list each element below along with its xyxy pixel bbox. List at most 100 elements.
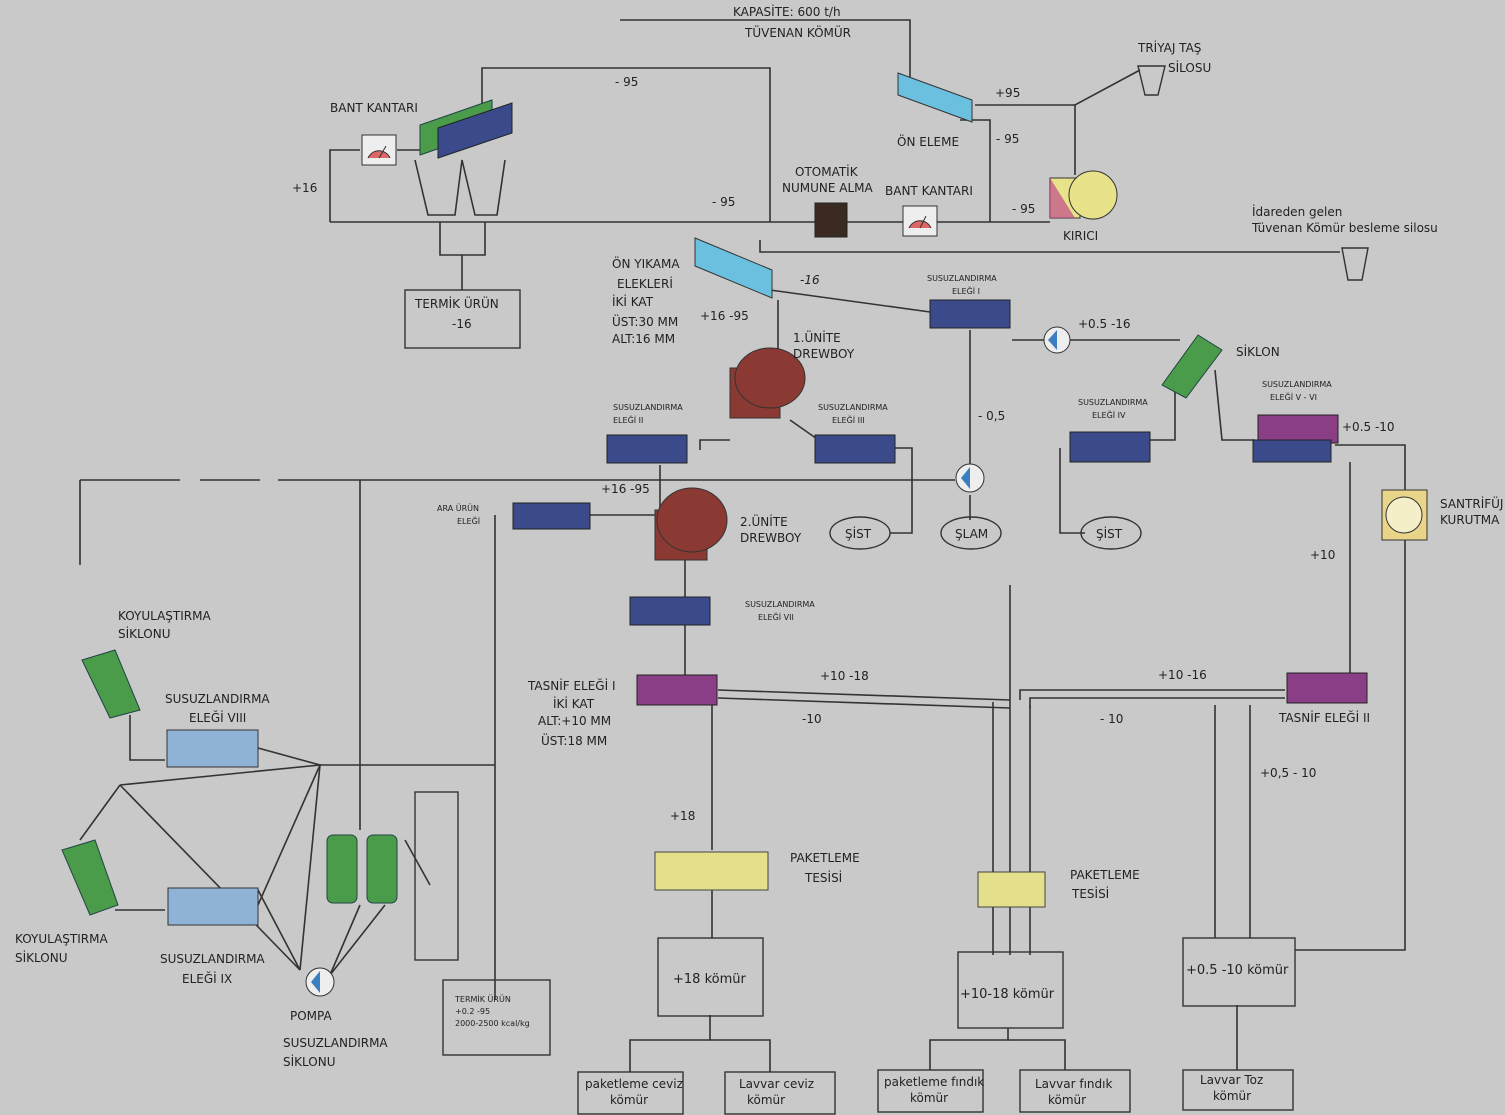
- otomatik-label-2: NUMUNE ALMA: [782, 181, 874, 195]
- sus56-label-2: ELEĞİ V - VI: [1270, 391, 1317, 402]
- sus-siklon-label-2: SİKLONU: [283, 1054, 336, 1069]
- sus1-label-1: SUSUZLANDIRMA: [927, 274, 997, 283]
- l-ceviz-label-1: Lavvar ceviz: [739, 1077, 814, 1091]
- paketleme-1-icon: [654, 851, 769, 891]
- blue-screen-icon: [437, 102, 513, 159]
- koyu-siklon-2-icon: [61, 839, 119, 916]
- flow-m95-a: - 95: [996, 132, 1019, 146]
- sus-2-screen: [606, 434, 688, 464]
- sus56-label-1: SUSUZLANDIRMA: [1262, 380, 1332, 389]
- tasnif2-label: TASNİF ELEĞİ II: [1278, 710, 1370, 725]
- paket2-label-2: TESİSİ: [1071, 886, 1109, 901]
- flow-m95-b: - 95: [1012, 202, 1035, 216]
- triyaj-label-1: TRİYAJ TAŞ: [1137, 40, 1201, 55]
- flow-m10-b: - 10: [1100, 712, 1123, 726]
- flow-p95: +95: [995, 86, 1020, 100]
- santrifuj-label-1: SANTRİFÜJ: [1440, 495, 1503, 511]
- l-findik-box: [1019, 1069, 1131, 1113]
- sus-siklon-icon: [326, 834, 398, 904]
- koyu1-label-1: KOYULAŞTIRMA: [118, 609, 211, 623]
- pump-3-icon: [305, 967, 335, 997]
- sus-siklon-label-1: SUSUZLANDIRMA: [283, 1036, 388, 1050]
- l-ceviz-box: [724, 1071, 836, 1115]
- paketleme-2-icon: [977, 871, 1046, 908]
- ara-urun-screen: [512, 502, 591, 530]
- scale-gauge-mid-icon: [902, 205, 938, 237]
- p-ceviz-label-2: kömür: [610, 1093, 648, 1107]
- termik2-label-3: 2000-2500 kcal/kg: [455, 1019, 530, 1028]
- otomatik-label-1: OTOMATİK: [795, 164, 859, 179]
- koyu-siklon-1-icon: [81, 649, 141, 719]
- l-toz-label-2: kömür: [1213, 1089, 1251, 1103]
- sus8-label-2: ELEĞİ VIII: [189, 710, 246, 725]
- termik-urun-label-1: TERMİK ÜRÜN: [414, 295, 499, 311]
- p-findik-box: [877, 1069, 984, 1113]
- flow-m95-c: - 95: [712, 195, 735, 209]
- sus-7-screen: [629, 596, 711, 626]
- unite2-label-1: 2.ÜNİTE: [740, 513, 788, 529]
- tasnif1-label-1: TASNİF ELEĞİ I: [527, 678, 616, 693]
- sus-9-screen: [167, 887, 259, 926]
- bant-kantari-left-label: BANT KANTARI: [330, 101, 418, 115]
- raw-coal-label: TÜVENAN KÖMÜR: [744, 24, 851, 40]
- flow-p10m16: +10 -16: [1158, 668, 1207, 682]
- slam-label: ŞLAM: [955, 527, 988, 541]
- sist-2-label: ŞİST: [1096, 526, 1123, 541]
- sist-1-ellipse: [829, 516, 891, 550]
- flow-lines: [79, 19, 1406, 1072]
- kirici-label: KIRICI: [1063, 229, 1098, 243]
- termik2-label-2: +0.2 -95: [455, 1007, 490, 1016]
- termik-urun-label-2: -16: [452, 317, 472, 331]
- l-toz-label-1: Lavvar Toz: [1200, 1073, 1263, 1087]
- tasnif-1-screen: [636, 674, 718, 706]
- siklon-label: SİKLON: [1236, 344, 1280, 359]
- sus8-label-1: SUSUZLANDIRMA: [165, 692, 270, 706]
- capacity-label: KAPASİTE: 600 t/h: [733, 4, 841, 19]
- sus9-label-2: ELEĞİ IX: [182, 971, 232, 986]
- triyaj-label-2: SİLOSU: [1168, 60, 1211, 75]
- p-ceviz-box: [577, 1071, 684, 1115]
- drewboy-2-icon: [654, 487, 728, 561]
- paket1-label-1: PAKETLEME: [790, 851, 860, 865]
- tasnif1-label-2: İKİ KAT: [553, 696, 595, 711]
- sus-5-screen: [1257, 414, 1339, 444]
- flow-p16m95-b: +16 -95: [601, 482, 650, 496]
- l-toz-box: [1182, 1069, 1294, 1111]
- ara-label-1: ARA ÜRÜN: [437, 503, 479, 513]
- sus-8-screen: [166, 729, 259, 768]
- sist-1-label: ŞİST: [845, 526, 872, 541]
- on-yikama-label-5: ALT:16 MM: [612, 332, 675, 346]
- on-yikama-label-1: ÖN YIKAMA: [612, 255, 680, 271]
- koyu1-label-2: SİKLONU: [118, 626, 171, 641]
- on-eleme-label: ÖN ELEME: [897, 133, 959, 149]
- bant-kantari-mid-label: BANT KANTARI: [885, 184, 973, 198]
- koyu2-label-2: SİKLONU: [15, 950, 68, 965]
- on-yikama-screen-icon: [694, 237, 773, 299]
- flow-p05m16: +0.5 -16: [1078, 317, 1131, 331]
- drewboy-1-icon: [729, 347, 806, 419]
- sus3-label-1: SUSUZLANDIRMA: [818, 403, 888, 412]
- product-18-box: [657, 937, 764, 1017]
- on-yikama-label-2: ELEKLERİ: [617, 276, 673, 291]
- sus9-label-1: SUSUZLANDIRMA: [160, 952, 265, 966]
- tasnif-2-screen: [1286, 672, 1368, 704]
- flow-m10-a: -10: [802, 712, 822, 726]
- hoppers-icon: [414, 159, 506, 216]
- pump-1-icon: [1043, 326, 1071, 354]
- termik-urun-2-box: [442, 979, 551, 1056]
- sus3-label-2: ELEĞİ III: [832, 414, 865, 425]
- termik2-label-1: TERMİK ÜRÜN: [454, 994, 511, 1004]
- k0510-label: +0.5 -10 kömür: [1186, 963, 1289, 978]
- on-yikama-label-3: İKİ KAT: [612, 294, 654, 309]
- koyu2-label-1: KOYULAŞTIRMA: [15, 932, 108, 946]
- unite1-label-2: DREWBOY: [793, 347, 855, 361]
- sus-4-screen: [1069, 431, 1151, 463]
- p-ceviz-label-1: paketleme ceviz: [585, 1077, 683, 1091]
- flow-m95-top: - 95: [615, 75, 638, 89]
- termik-urun-box: [404, 289, 521, 349]
- k18-label: +18 kömür: [673, 972, 746, 987]
- flow-p05m10: +0.5 -10: [1342, 420, 1395, 434]
- siklon-icon: [1161, 334, 1223, 399]
- sus4-label-1: SUSUZLANDIRMA: [1078, 398, 1148, 407]
- idare-label-1: İdareden gelen: [1252, 204, 1342, 219]
